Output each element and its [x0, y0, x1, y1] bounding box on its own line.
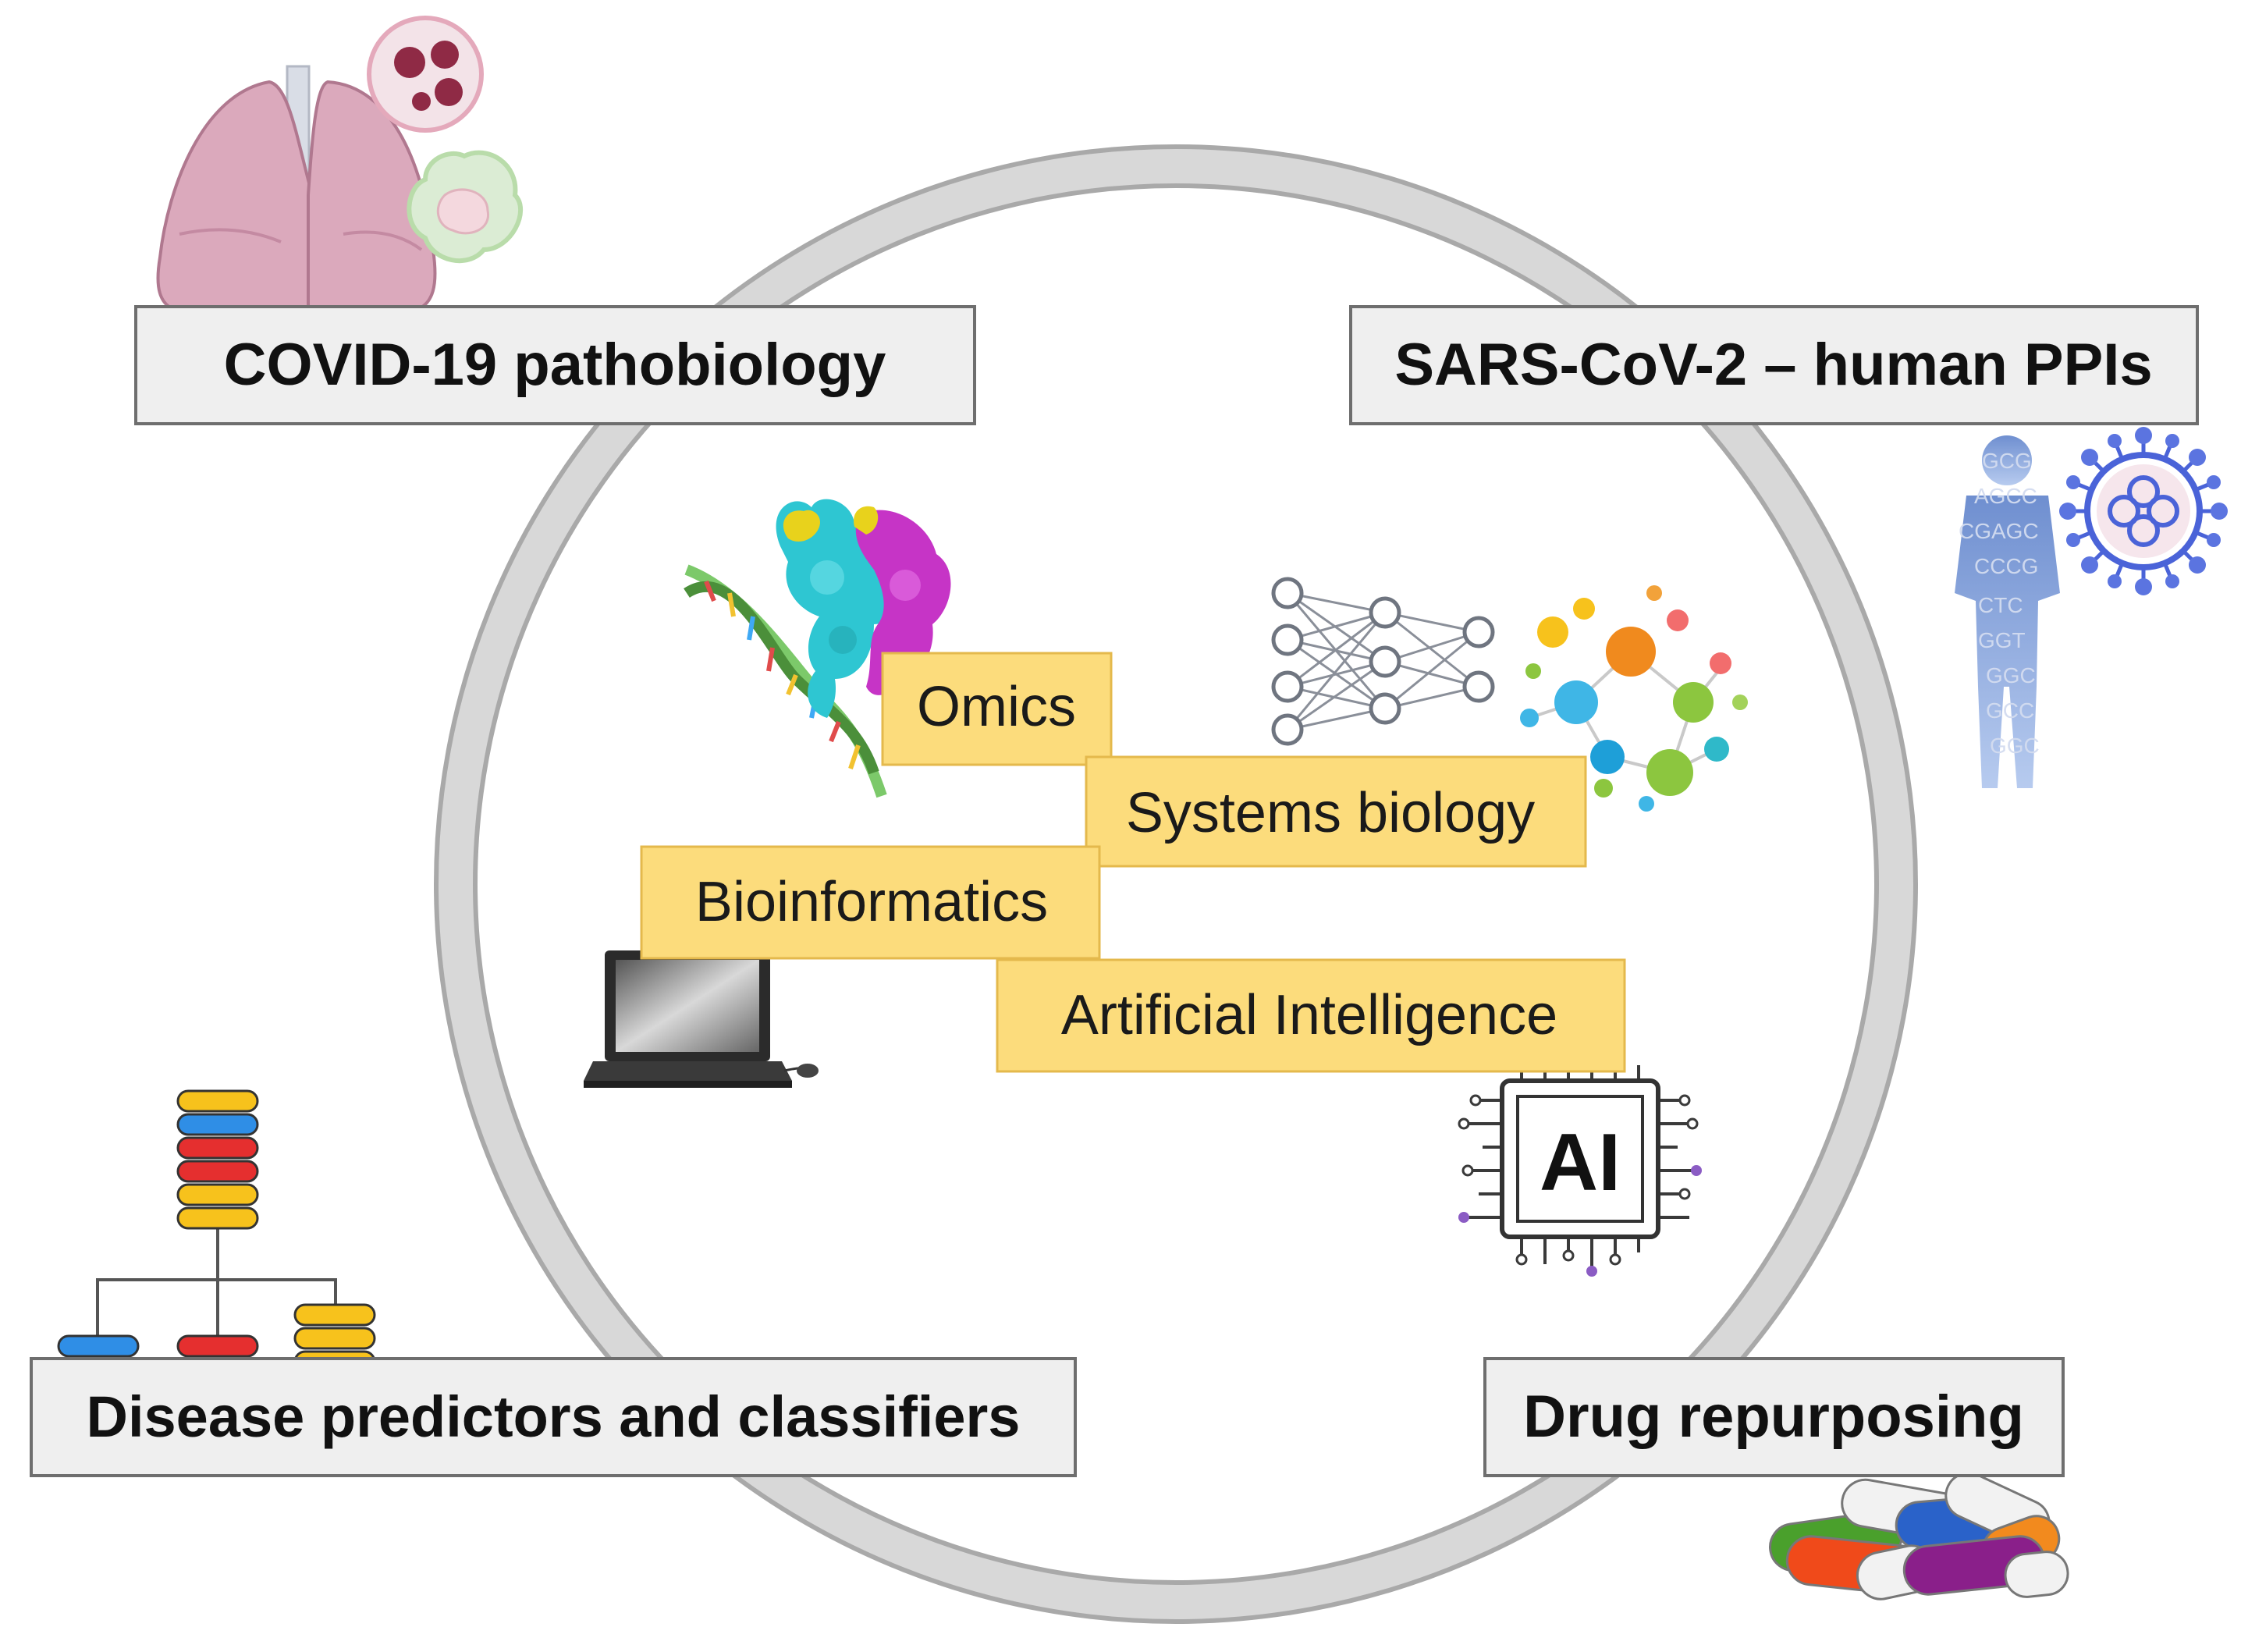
method-box-bioinformatics [640, 845, 1101, 960]
dna-letters-row: GGC [1986, 663, 2036, 687]
method-box-omics [881, 652, 1113, 766]
dna-letters-row: CCCG [1974, 554, 2038, 578]
methods-group: Omics Systems biology Bioinformatics Art… [640, 652, 1626, 1073]
cycle-ring-inner [439, 149, 1913, 1619]
human-virus-icon: GCG AGCC CGAGC CCCG CTC GGT GGC GCC GGC [1955, 427, 2228, 788]
neutrophil-cell-icon [367, 16, 484, 133]
topic-label-ppis: SARS-CoV-2 – human PPIs [1394, 332, 2152, 398]
dna-letters-row: CTC [1978, 593, 2023, 617]
ai-chip-label: AI [1540, 1117, 1621, 1208]
method-label-systems-biology: Systems biology [1126, 782, 1535, 844]
topic-box-predictors [30, 1357, 1077, 1477]
dna-letters-row: GCC [1986, 698, 2034, 723]
decision-tree-icon [57, 1089, 376, 1373]
topic-box-repurposing [1483, 1357, 2065, 1477]
method-box-artificial-intelligence [996, 958, 1626, 1073]
lungs-icon [156, 16, 524, 314]
pills-icon [1769, 1472, 2069, 1600]
topic-label-predictors: Disease predictors and classifiers [87, 1384, 1021, 1449]
topic-box-pathobiology [134, 305, 976, 425]
dna-letters-row: GGT [1978, 628, 2026, 652]
molecular-network-icon [1520, 585, 1748, 812]
topic-label-pathobiology: COVID-19 pathobiology [224, 332, 886, 398]
dna-letters-row: GGC [1990, 734, 2040, 758]
dna-letters-row: AGCC [1974, 484, 2037, 508]
method-label-artificial-intelligence: Artificial Intelligence [1061, 984, 1557, 1046]
method-label-omics: Omics [917, 676, 1076, 738]
topic-label-repurposing: Drug repurposing [1523, 1384, 2024, 1450]
method-label-bioinformatics: Bioinformatics [695, 871, 1048, 933]
laptop-icon [584, 950, 819, 1088]
dna-letters-row: CGAGC [1959, 519, 2039, 543]
topic-box-ppis [1349, 305, 2199, 425]
dna-protein-icon [684, 499, 951, 798]
dna-letters-row: GCG [1982, 449, 2032, 473]
corner-topics: COVID-19 pathobiology SARS-CoV-2 – human… [30, 305, 2199, 1477]
method-box-systems-biology [1085, 755, 1587, 868]
neural-network-icon [1271, 577, 1495, 746]
ai-chip-icon: AI [1458, 1045, 1702, 1277]
